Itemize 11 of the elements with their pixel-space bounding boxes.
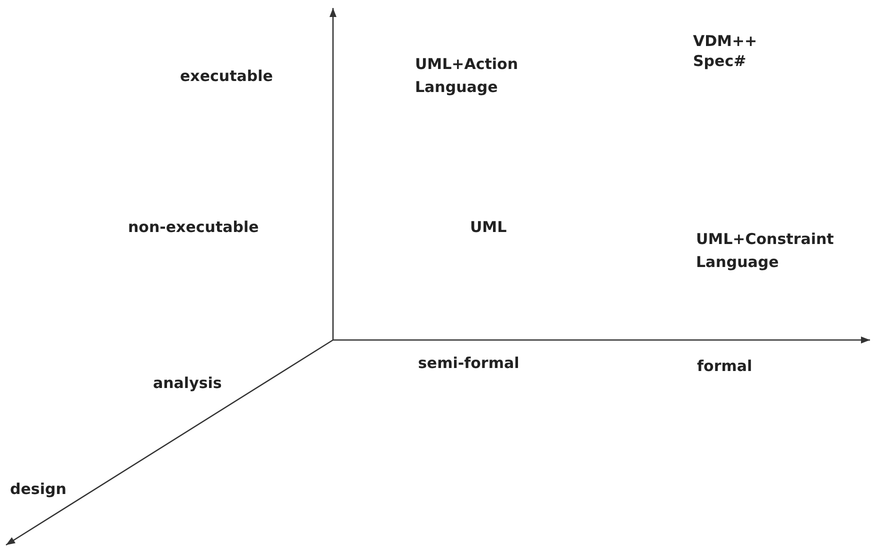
axis-label: design xyxy=(10,479,68,500)
axis-label: analysis xyxy=(153,373,223,394)
axis-label: VDM++ xyxy=(693,31,758,52)
axis-label: Spec# xyxy=(693,51,748,72)
axis-label: UML+Action Language xyxy=(415,54,520,98)
axis-label: UML xyxy=(470,217,508,238)
axis-label: semi-formal xyxy=(418,353,520,374)
axis-label: UML+Constraint Language xyxy=(696,229,835,273)
axis-label: formal xyxy=(697,356,754,377)
axis-label: non-executable xyxy=(128,217,260,238)
axis-label: executable xyxy=(180,66,274,87)
